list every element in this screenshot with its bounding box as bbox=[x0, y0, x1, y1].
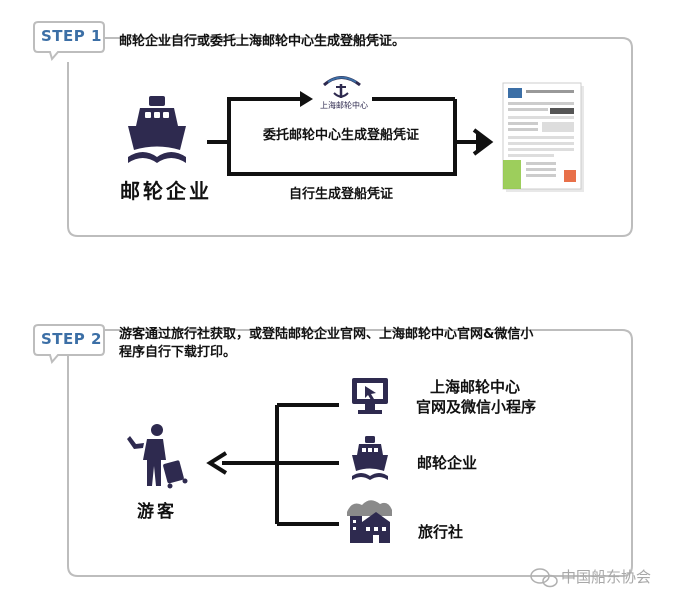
source-travel-agency: 旅行社 bbox=[418, 523, 464, 541]
step1-badge: STEP 1 bbox=[41, 27, 102, 45]
tourist-label: 游客 bbox=[137, 502, 177, 522]
step2-badge-shape bbox=[33, 324, 105, 365]
step2-heading-line2: 程序自行下载打印。 bbox=[119, 345, 237, 360]
step1-badge-shape bbox=[33, 21, 105, 62]
watermark-bubble-icon bbox=[530, 568, 558, 588]
cruise-center-logo-text: 上海邮轮中心 bbox=[320, 101, 368, 110]
ship-icon bbox=[352, 436, 388, 480]
source-center-line1: 上海邮轮中心 bbox=[430, 378, 521, 396]
cruise-company-label: 邮轮企业 bbox=[120, 179, 212, 203]
self-generate-label: 自行生成登船凭证 bbox=[289, 187, 394, 202]
boarding-voucher-document bbox=[502, 82, 584, 192]
source-cruise-company: 邮轮企业 bbox=[417, 454, 478, 472]
step1-heading: 邮轮企业自行或委托上海邮轮中心生成登船凭证。 bbox=[119, 34, 406, 49]
tourist-icon bbox=[127, 424, 188, 489]
delegate-label: 委托邮轮中心生成登船凭证 bbox=[263, 128, 420, 143]
arrow-to-center bbox=[300, 91, 313, 107]
cruise-center-logo-icon bbox=[323, 76, 361, 98]
step2-flow-lines bbox=[222, 403, 339, 526]
cruise-ship-icon bbox=[128, 96, 186, 163]
step2-badge: STEP 2 bbox=[41, 330, 102, 348]
source-center-line2: 官网及微信小程序 bbox=[416, 398, 537, 416]
step1-flow-lines bbox=[207, 97, 478, 176]
step1-frame bbox=[67, 37, 633, 237]
watermark-text: 中国船东协会 bbox=[561, 568, 652, 586]
step2-heading-line1: 游客通过旅行社获取，或登陆邮轮企业官网、上海邮轮中心官网&微信小 bbox=[119, 327, 534, 342]
arrow-to-tourist bbox=[206, 451, 228, 475]
building-icon bbox=[347, 500, 392, 543]
monitor-icon bbox=[352, 378, 388, 414]
step2-frame bbox=[67, 329, 633, 577]
